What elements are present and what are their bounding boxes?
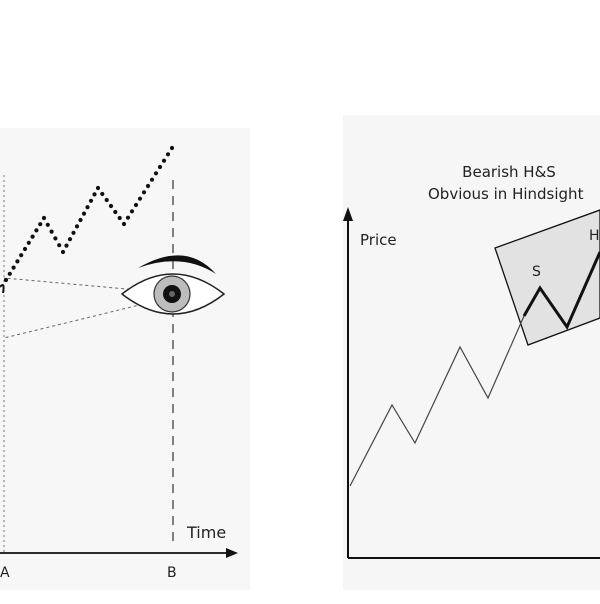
- price-dot: [3, 277, 9, 283]
- price-line: [349, 315, 525, 487]
- price-dot: [74, 224, 80, 229]
- curve-mark-a: [0, 284, 5, 294]
- time-axis-label: Time: [186, 523, 226, 542]
- price-axis-arrowhead: [343, 207, 353, 221]
- price-dot: [38, 222, 43, 227]
- left-panel-background: [0, 128, 250, 590]
- time-axis-arrowhead: [226, 548, 238, 558]
- price-dot: [26, 240, 31, 245]
- eyebrow-icon: [138, 255, 216, 274]
- price-dot: [113, 209, 118, 215]
- price-dot: [169, 145, 175, 151]
- price-dot: [149, 177, 155, 182]
- price-dot: [64, 243, 69, 248]
- price-dot: [137, 196, 143, 201]
- price-dot: [117, 215, 122, 221]
- price-dot: [45, 222, 50, 227]
- price-dot: [85, 205, 90, 210]
- price-dot: [141, 190, 147, 195]
- price-dot: [34, 228, 39, 233]
- price-dot: [133, 202, 139, 208]
- price-axis-label: Price: [360, 231, 397, 249]
- price-dot: [121, 221, 127, 227]
- price-dot: [165, 152, 171, 157]
- left-panel: Time A B: [0, 145, 238, 581]
- right-panel: Bearish H&S Obvious in Hindsight Price S…: [343, 163, 600, 559]
- price-dot: [78, 217, 83, 223]
- price-dot: [100, 191, 105, 197]
- eye-icon: [120, 273, 226, 315]
- price-dot: [104, 197, 109, 203]
- price-dot: [95, 185, 101, 191]
- price-dot: [7, 271, 12, 276]
- price-dot: [60, 249, 66, 255]
- price-dot: [81, 211, 87, 216]
- price-dot: [108, 203, 114, 209]
- price-dot: [19, 253, 24, 258]
- shoulder-label: S: [532, 264, 541, 280]
- sight-line-lower: [3, 299, 161, 339]
- price-dot: [157, 164, 163, 170]
- price-dot: [161, 158, 167, 163]
- head-label: H: [589, 228, 600, 244]
- tick-label-a: A: [0, 565, 10, 581]
- price-dot: [41, 215, 47, 221]
- price-dot: [22, 246, 28, 252]
- price-dot: [129, 209, 135, 214]
- price-dot: [125, 215, 131, 220]
- chart-title-line1: Bearish H&S: [462, 163, 556, 181]
- price-dot: [11, 265, 16, 270]
- chart-title-line2: Obvious in Hindsight: [428, 185, 584, 203]
- price-dot: [67, 237, 73, 242]
- head-shoulders-line: [522, 251, 600, 331]
- price-dot: [145, 183, 151, 189]
- price-dot: [15, 259, 20, 264]
- price-dot: [53, 236, 58, 241]
- tick-label-b: B: [167, 565, 177, 581]
- price-dot: [71, 230, 76, 235]
- price-dot: [57, 243, 62, 248]
- price-dot: [30, 234, 35, 239]
- price-dot: [88, 198, 94, 203]
- price-dot: [92, 192, 97, 197]
- right-panel-background: [343, 115, 600, 590]
- price-dot: [49, 229, 54, 234]
- dotted-price-path: [3, 145, 175, 283]
- price-dot: [153, 171, 159, 176]
